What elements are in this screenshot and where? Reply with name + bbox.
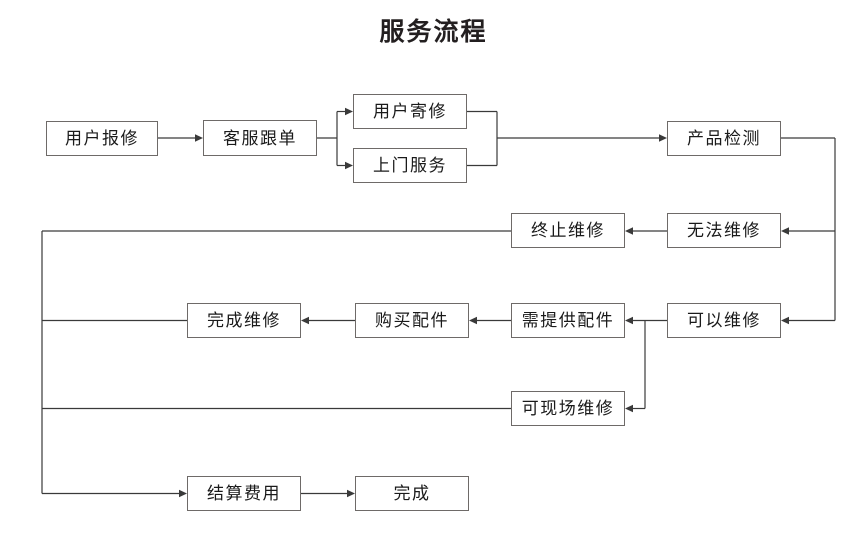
node-label: 上门服务 [373, 156, 447, 175]
node-parts-required[interactable]: 需提供配件 [511, 303, 625, 338]
node-repair-completed[interactable]: 完成维修 [187, 303, 301, 338]
edge-spine-n13 [41, 231, 187, 498]
node-onsite-service[interactable]: 上门服务 [353, 148, 467, 183]
edge-n5-n6 [781, 137, 836, 235]
edge-n9-n10 [469, 316, 511, 325]
node-finish[interactable]: 完成 [355, 476, 469, 511]
edge-n5-n8 [781, 231, 836, 325]
node-label: 可现场维修 [521, 399, 615, 418]
edge-merge-n5 [467, 110, 667, 167]
edge-n1-n2 [158, 134, 203, 142]
node-label: 产品检测 [687, 129, 761, 148]
edge-n6-n7 [625, 227, 667, 235]
node-onsite-repairable[interactable]: 可现场维修 [511, 391, 625, 426]
node-user-report[interactable]: 用户报修 [46, 121, 158, 156]
node-label: 客服跟单 [223, 128, 297, 148]
node-cannot-repair[interactable]: 无法维修 [667, 213, 781, 248]
node-product-inspection[interactable]: 产品检测 [667, 121, 781, 156]
edge-n10-n11 [301, 316, 355, 325]
edge-n13-n14 [301, 489, 355, 498]
node-label: 用户寄修 [373, 102, 447, 121]
node-terminate-repair[interactable]: 终止维修 [511, 213, 625, 248]
node-label: 结算费用 [207, 484, 281, 503]
node-purchase-parts[interactable]: 购买配件 [355, 303, 469, 338]
node-label: 可以维修 [687, 311, 761, 330]
edge-n2-fork [317, 107, 353, 170]
edge-n8-n12 [625, 320, 646, 413]
node-label: 用户报修 [65, 129, 139, 148]
node-can-repair[interactable]: 可以维修 [667, 303, 781, 338]
edge-n8-n9 [625, 316, 667, 325]
node-label: 购买配件 [375, 311, 449, 330]
node-label: 无法维修 [687, 221, 761, 240]
page-title: 服务流程 [379, 17, 488, 46]
node-label: 完成 [393, 484, 431, 503]
node-user-mail-in-repair[interactable]: 用户寄修 [353, 94, 467, 129]
node-customer-service-tracking[interactable]: 客服跟单 [203, 120, 317, 156]
node-label: 终止维修 [531, 221, 605, 240]
node-settle-fees[interactable]: 结算费用 [187, 476, 301, 511]
node-label: 需提供配件 [521, 311, 615, 330]
node-label: 完成维修 [207, 311, 281, 330]
